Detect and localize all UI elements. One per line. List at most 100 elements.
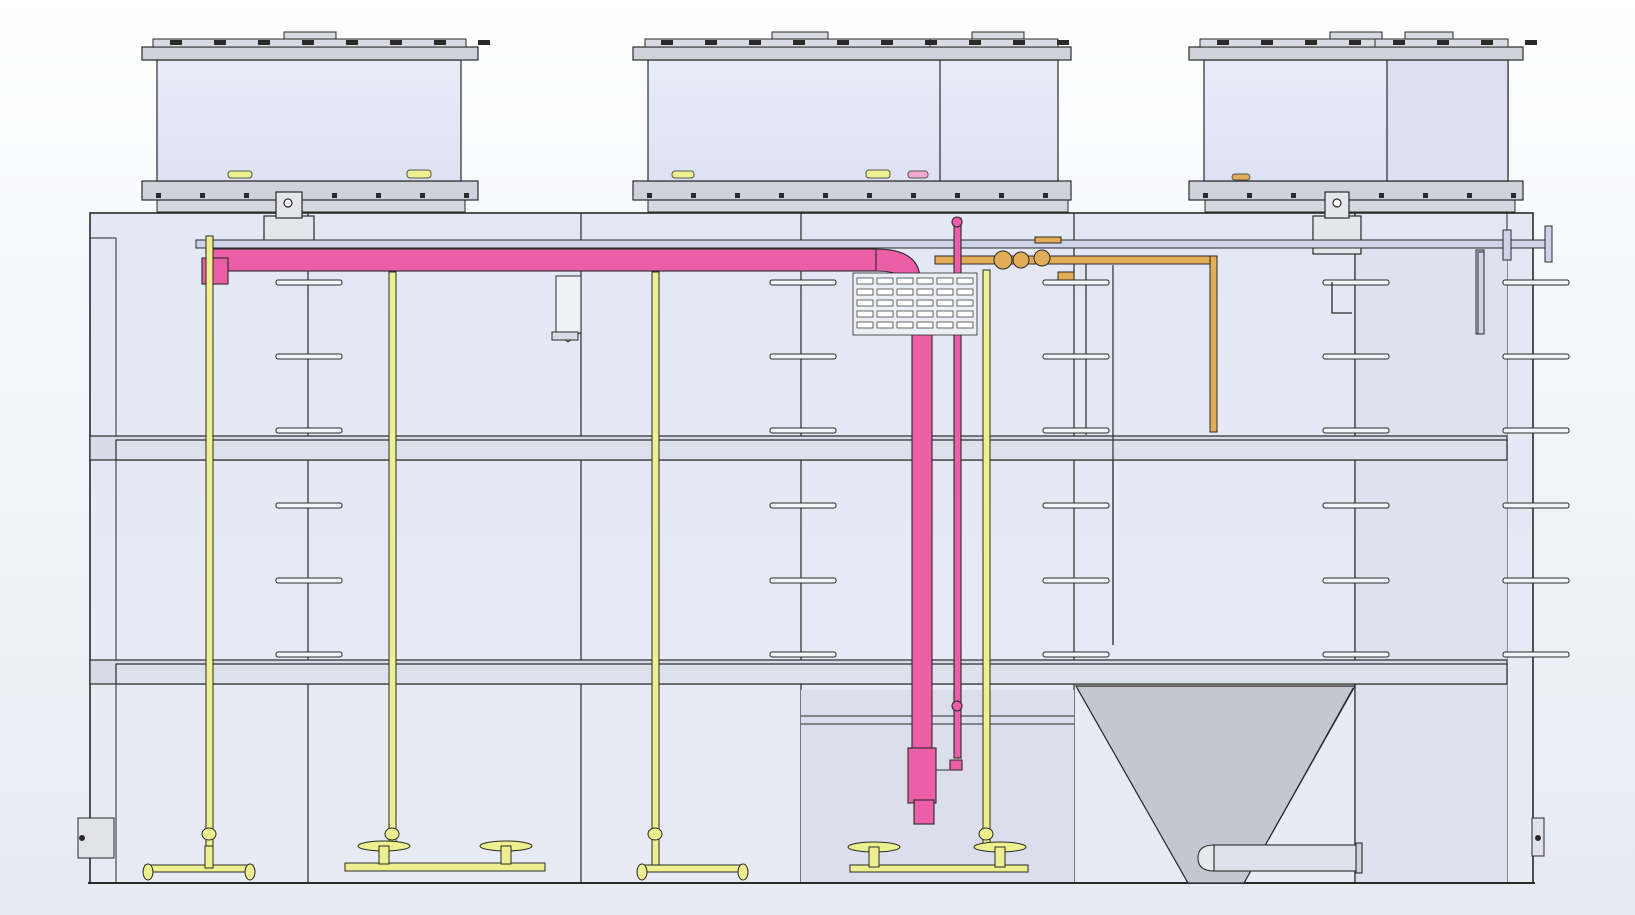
rung <box>1502 502 1570 509</box>
riser-coupling <box>647 827 663 841</box>
bolt <box>1013 40 1025 45</box>
rung <box>769 279 837 286</box>
rung <box>1322 353 1390 360</box>
inlet-screen-slots <box>856 277 974 329</box>
bolt <box>1217 40 1229 45</box>
rung <box>1322 279 1390 286</box>
rung <box>1502 353 1570 360</box>
bolt <box>376 193 381 198</box>
screen-slot <box>916 299 934 307</box>
bolt <box>170 40 182 45</box>
bolt <box>332 193 337 198</box>
rung <box>1042 577 1110 584</box>
rung <box>1502 651 1570 658</box>
rung <box>769 651 837 658</box>
bolt <box>1057 40 1069 45</box>
rung <box>1042 353 1110 360</box>
rung <box>1042 427 1110 434</box>
screen-slot <box>936 310 954 318</box>
screen-slot <box>876 310 894 318</box>
screen-slot <box>856 321 874 329</box>
bolt <box>925 40 937 45</box>
screen-slot <box>876 277 894 285</box>
bolt <box>867 193 872 198</box>
magenta-header-pipe[interactable] <box>201 216 963 825</box>
screen-slot <box>896 299 914 307</box>
bolt <box>200 193 205 198</box>
cover-module-2[interactable] <box>632 31 1072 213</box>
screen-slot <box>936 321 954 329</box>
lifting-lugs <box>263 191 1362 255</box>
tank-body <box>88 212 1535 884</box>
rung <box>275 279 343 286</box>
riser <box>651 271 660 869</box>
bolt <box>1291 193 1296 198</box>
bolt <box>1349 40 1361 45</box>
rung <box>1042 279 1110 286</box>
screen-slot <box>956 277 974 285</box>
bolt <box>735 193 740 198</box>
screen-slot <box>916 288 934 296</box>
bolt <box>999 193 1004 198</box>
screen-slot <box>896 288 914 296</box>
bolt <box>749 40 761 45</box>
bolt <box>1203 193 1208 198</box>
bolt <box>258 40 270 45</box>
bolt <box>837 40 849 45</box>
bolt <box>1467 193 1472 198</box>
disc-diffusers[interactable] <box>142 840 1029 881</box>
rung <box>275 577 343 584</box>
screen-slot <box>916 321 934 329</box>
bolt <box>390 40 402 45</box>
walkway-bands <box>89 435 1508 685</box>
outlet-pipe[interactable] <box>1197 842 1363 874</box>
bolt <box>691 193 696 198</box>
cover-valve-handles <box>227 169 1251 181</box>
riser <box>388 271 397 847</box>
rung <box>1322 577 1390 584</box>
screen-slot <box>916 277 934 285</box>
riser-coupling <box>978 827 994 841</box>
bolt <box>434 40 446 45</box>
screen-slot <box>876 299 894 307</box>
screen-slot <box>896 277 914 285</box>
rung <box>1502 427 1570 434</box>
bolt <box>1043 193 1048 198</box>
rung <box>1322 427 1390 434</box>
bolt <box>1481 40 1493 45</box>
screen-slot <box>876 288 894 296</box>
bolt <box>779 193 784 198</box>
cover-module-3[interactable] <box>1188 31 1524 213</box>
orange-process-pipe[interactable] <box>934 236 1218 433</box>
bolt <box>661 40 673 45</box>
screen-slot <box>896 321 914 329</box>
rung <box>769 427 837 434</box>
right-compartment <box>1355 238 1507 883</box>
screen-slot <box>856 310 874 318</box>
rung <box>1322 502 1390 509</box>
end-brackets <box>77 817 1545 859</box>
bolt <box>793 40 805 45</box>
riser <box>982 269 991 847</box>
screen-slot <box>856 288 874 296</box>
inlet-screen <box>852 272 978 336</box>
riser-coupling <box>384 827 400 841</box>
rung <box>1042 502 1110 509</box>
riser-coupling <box>201 827 217 841</box>
bolt <box>156 193 161 198</box>
riser <box>205 235 214 869</box>
bolt <box>1393 40 1405 45</box>
bolt <box>244 193 249 198</box>
bolt <box>214 40 226 45</box>
rung <box>769 577 837 584</box>
lavender-drop <box>1477 251 1485 335</box>
bolt <box>1423 193 1428 198</box>
wall-rungs <box>275 279 1570 658</box>
cover-module-1[interactable] <box>141 31 479 213</box>
bolt <box>478 40 490 45</box>
bolt <box>881 40 893 45</box>
bolt <box>969 40 981 45</box>
rung <box>1502 279 1570 286</box>
